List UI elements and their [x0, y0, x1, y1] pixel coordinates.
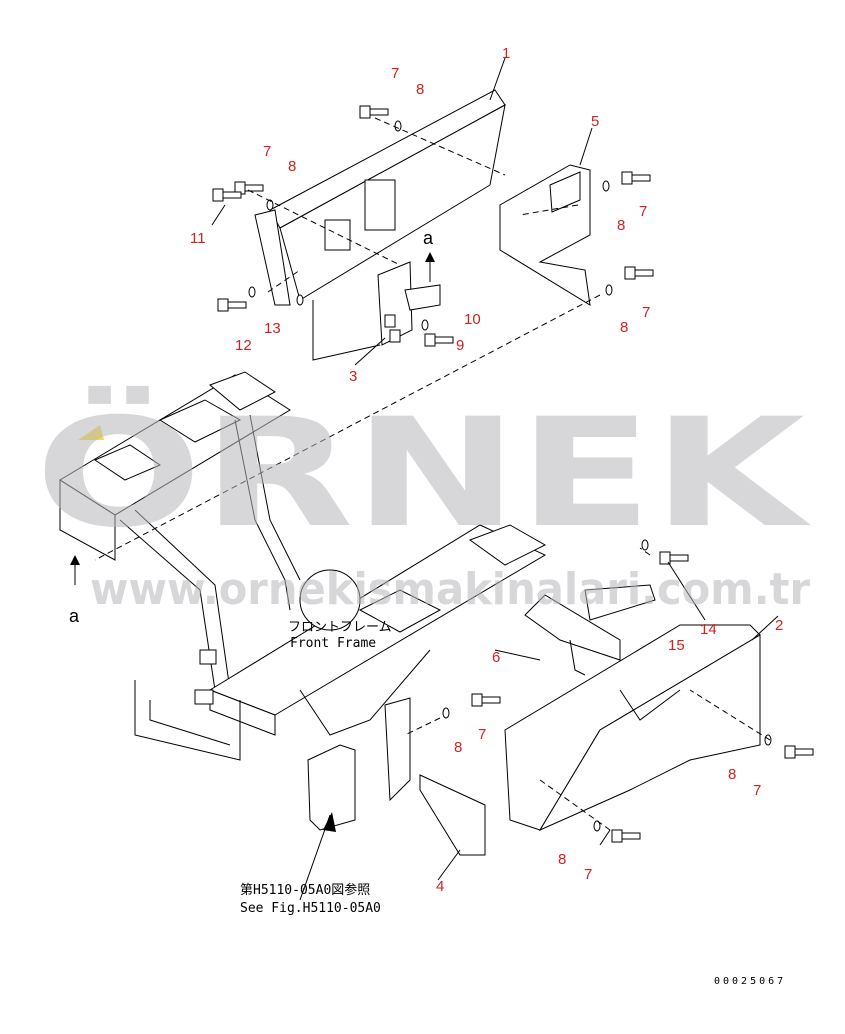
document-number: 00025067: [714, 976, 787, 987]
bolt-icon: [217, 298, 247, 312]
part-3-bracket: [377, 261, 441, 346]
callout-13: 13: [264, 320, 281, 337]
part-2-cover: [504, 624, 761, 832]
front-frame-label-en: Front Frame: [290, 636, 377, 651]
washer-icon: [421, 319, 429, 331]
callout-11: 11: [190, 230, 206, 247]
bolt-icon: [621, 171, 651, 185]
view-arrow-label: a: [69, 606, 80, 626]
callout-8: 8: [558, 851, 566, 868]
callout-4: 4: [436, 878, 444, 895]
part-4-brackets: [307, 697, 486, 856]
see-figure-label-en: See Fig.H5110-05A0: [240, 901, 381, 916]
front-frame: [59, 371, 547, 761]
callout-5: 5: [591, 113, 599, 130]
part-6-bracket: [524, 584, 656, 676]
watermark-accent: [78, 425, 104, 440]
leader-lines: [70, 57, 779, 901]
bolt-icon: [611, 829, 641, 843]
bolt-icon: [471, 693, 501, 707]
callout-7: 7: [642, 304, 650, 321]
watermark-url: www.ornekismakinalari.com.tr: [90, 564, 810, 615]
bolt-icon: [659, 551, 689, 565]
callout-1: 1: [502, 45, 510, 62]
callout-7: 7: [263, 143, 271, 160]
callout-7: 7: [753, 782, 761, 799]
bolt-icon: [212, 188, 242, 202]
watermark: ÖRNEK www.ornekismakinalari.com.tr: [35, 385, 811, 615]
callout-10: 10: [464, 311, 481, 328]
callout-7: 7: [584, 866, 592, 883]
callout-2: 2: [775, 617, 783, 634]
callout-8: 8: [416, 81, 424, 98]
callout-8: 8: [620, 319, 628, 336]
washer-icon: [248, 286, 256, 298]
washer-icon: [641, 539, 649, 551]
callout-3: 3: [349, 368, 357, 385]
view-arrow-label: a: [423, 228, 434, 248]
view-arrow-icon: [70, 555, 80, 565]
washer-icon: [602, 180, 610, 192]
see-figure-label-jp: 第H5110-05A0図参照: [240, 883, 371, 898]
callout-12: 12: [235, 337, 252, 354]
callout-7: 7: [391, 65, 399, 82]
bolt-icon: [424, 333, 454, 347]
part-5-bracket: [499, 164, 591, 306]
callout-7: 7: [478, 726, 486, 743]
callout-8: 8: [288, 158, 296, 175]
callout-7: 7: [639, 203, 647, 220]
bolts-and-washers: [212, 105, 814, 843]
washer-icon: [296, 294, 304, 306]
callout-15: 15: [668, 637, 685, 654]
bolt-icon: [784, 745, 814, 759]
watermark-brand: ÖRNEK: [35, 385, 811, 561]
washer-icon: [266, 199, 274, 211]
bolt-icon: [359, 105, 389, 119]
callout-6: 6: [492, 649, 500, 666]
washer-icon: [442, 707, 450, 719]
part-1-cover: [254, 89, 506, 306]
callout-9: 9: [456, 337, 464, 354]
callout-14: 14: [700, 621, 717, 638]
washer-icon: [605, 284, 613, 296]
front-frame-label-jp: フロントフレーム: [288, 620, 392, 635]
reference-arrow-icon: [323, 812, 336, 832]
callout-8: 8: [454, 739, 462, 756]
view-arrow-icon: [425, 252, 435, 262]
callout-8: 8: [728, 766, 736, 783]
bolt-icon: [624, 266, 654, 280]
washer-icon: [764, 734, 772, 746]
washer-icon: [394, 120, 402, 132]
callout-8: 8: [617, 217, 625, 234]
